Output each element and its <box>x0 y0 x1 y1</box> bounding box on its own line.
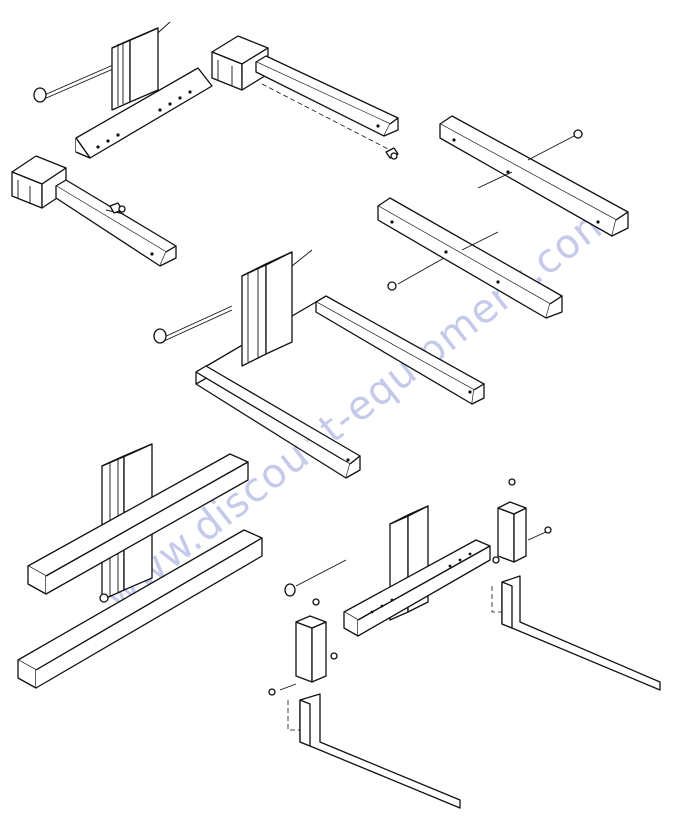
fork-carriage-assembly <box>268 478 661 809</box>
sleeve-arm-right <box>211 35 399 160</box>
cross-tube-upper <box>439 115 629 237</box>
sleeve-arm-left <box>11 155 177 267</box>
cross-tube-lower <box>377 197 563 319</box>
center-frame-with-post <box>153 249 485 479</box>
assembled-carriage <box>17 443 263 689</box>
upright-post-with-tube <box>33 21 213 159</box>
